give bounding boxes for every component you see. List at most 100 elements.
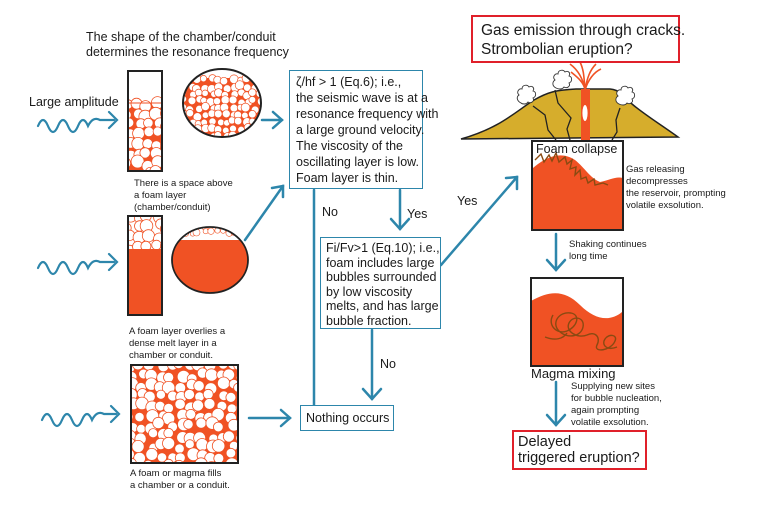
foam-bubble: [231, 227, 239, 231]
foam-bubble: [163, 371, 175, 383]
foam-bubble: [201, 141, 208, 148]
foam-bubble: [133, 452, 146, 463]
foam-bubble: [243, 130, 252, 137]
foam-bubble: [213, 453, 225, 463]
foam-bubble: [242, 138, 250, 146]
seismic-wave-1-icon: [36, 117, 116, 134]
foam-bubble: [193, 140, 201, 148]
foam-bubble: [181, 227, 188, 228]
seismic-wave-3-arrowhead: [109, 404, 121, 424]
foam-bubble: [191, 399, 204, 412]
foam-bubble: [145, 447, 159, 461]
foam-bubble: [178, 141, 186, 149]
foam-bubble: [202, 388, 214, 400]
case3-caption: A foam or magma fills a chamber or a con…: [130, 468, 230, 491]
foam-bubble: [220, 95, 230, 105]
foam-bubble: [213, 421, 224, 433]
foam-bubble: [141, 229, 155, 243]
foam-bubble: [162, 436, 176, 450]
foam-bubble: [143, 126, 155, 138]
foam-bubble: [187, 96, 197, 106]
foam-bubble: [154, 117, 162, 129]
foam-bubble: [191, 133, 201, 137]
foam-bubble: [199, 75, 208, 83]
foam-bubble: [173, 366, 184, 369]
gas-plume-icon: [516, 84, 537, 105]
foam-bubble: [225, 391, 237, 403]
foam-bubble: [131, 439, 145, 453]
foam-bubble: [249, 140, 255, 146]
wave-label: Large amplitude: [29, 95, 119, 109]
case3-full-foam: [130, 364, 239, 464]
foam-bubble: [213, 97, 221, 106]
foam-bubble: [255, 122, 261, 132]
foam-bubble: [233, 116, 243, 126]
foam-bubble: [235, 229, 242, 236]
foam-bubble: [161, 132, 162, 138]
seismic-wave-3-icon: [40, 411, 118, 428]
foam-bubble: [218, 227, 225, 228]
magma-mixing-title: Magma mixing: [531, 366, 616, 381]
foam-bubble: [183, 388, 195, 401]
foam-bubble: [211, 439, 226, 453]
foam-bubble: [207, 227, 215, 235]
shaking-note: Shaking continues long time: [569, 239, 647, 262]
foam-bubble: [194, 227, 202, 228]
foam-bubble: [163, 427, 174, 439]
seismic-wave-2-arrowhead: [107, 252, 119, 272]
foam-bubble: [203, 397, 216, 410]
seismic-wave-2-icon: [36, 259, 116, 276]
foam-bubble: [136, 423, 147, 434]
decision2-yes-label: Yes: [457, 194, 478, 208]
foam-bubble: [217, 140, 223, 146]
gas-plume-icon: [615, 85, 636, 106]
foam-bubble: [152, 126, 162, 137]
decision1-yes-label: Yes: [407, 207, 428, 221]
left-panel-header: The shape of the chamber/conduit determi…: [86, 30, 289, 59]
foam-bubble: [186, 138, 195, 147]
foam-bubble: [236, 227, 243, 230]
decision2-no-label: No: [380, 357, 396, 371]
foam-bubble: [166, 214, 176, 224]
foam-bubble: [183, 131, 189, 137]
foam-bubble: [213, 109, 223, 119]
delayed-eruption-outcome: Delayed triggered eruption?: [512, 430, 647, 470]
foam-bubble: [225, 457, 238, 463]
foam-bubble: [205, 136, 216, 137]
decision1-box: ζ/hf > 1 (Eq.6); i.e., the seismic wave …: [289, 70, 438, 189]
foam-bubble: [183, 419, 194, 430]
foam-bubble: [217, 118, 225, 127]
foam-bubble: [149, 165, 162, 170]
decision1-no-label: No: [322, 205, 338, 219]
foam-bubble: [248, 110, 257, 119]
case2-caption: A foam layer overlies a dense melt layer…: [129, 326, 226, 361]
foam-bubble: [174, 443, 185, 454]
foam-bubble: [229, 103, 239, 113]
foam-bubble: [222, 430, 235, 443]
case2-chamber-melt: [171, 226, 249, 294]
foam-bubble: [187, 227, 194, 230]
foam-bubble: [183, 74, 188, 83]
foam-bubble: [132, 366, 144, 371]
foam-bubble: [143, 117, 154, 129]
seismic-wave-1-arrowhead: [107, 110, 119, 130]
foam-bubble: [184, 439, 195, 450]
foam-bubble: [226, 403, 237, 414]
foam-bubble: [201, 89, 209, 97]
foam-bubble: [248, 131, 257, 137]
foam-bubble: [225, 447, 237, 459]
foam-bubble: [186, 131, 196, 137]
foam-bubble: [257, 140, 265, 148]
foam-bubble: [213, 131, 222, 137]
volcano-illustration: [460, 61, 681, 141]
foam-bubble: [233, 366, 238, 371]
foam-bubble: [185, 109, 194, 118]
foam-bubble: [219, 76, 229, 86]
foam-bubble: [257, 96, 261, 107]
foam-bubble: [166, 158, 175, 167]
foam-bubble: [255, 132, 261, 137]
magma-mixing-illustration: [530, 277, 624, 367]
foam-bubble: [237, 392, 238, 400]
arrow-decision2-yes: [439, 175, 519, 267]
